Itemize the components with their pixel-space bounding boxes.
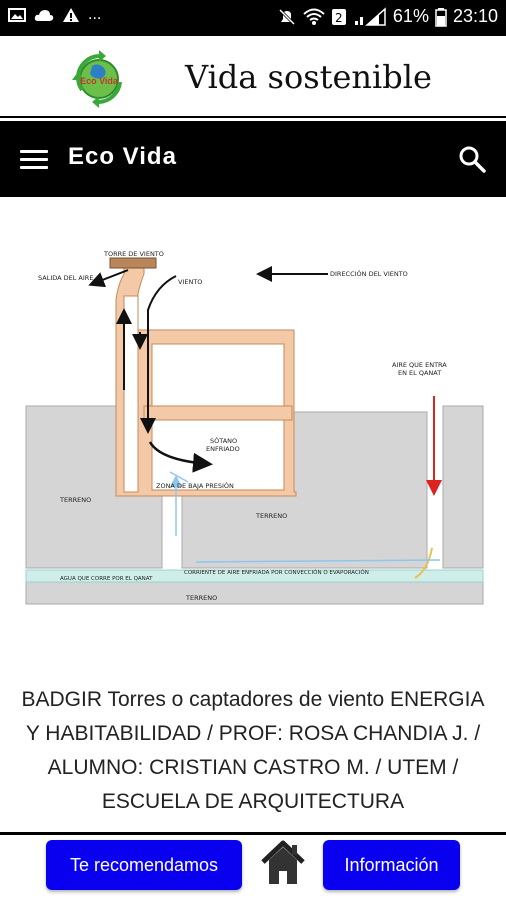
status-bar: ... 2 61% 23:10 xyxy=(0,0,506,36)
status-right-icons: 2 61% 23:10 xyxy=(277,6,498,27)
label-corriente: CORRIENTE DE AIRE ENFRIADA POR CONVECCIÓ… xyxy=(184,569,369,576)
image-icon xyxy=(8,8,26,22)
eco-vida-logo[interactable]: Eco Vida xyxy=(64,44,134,114)
brand-header: Eco Vida Vida sostenible xyxy=(0,36,506,118)
mute-icon xyxy=(278,8,295,25)
label-terreno-left: TERRENO xyxy=(59,496,91,504)
search-icon[interactable] xyxy=(456,143,488,175)
clock: 23:10 xyxy=(452,6,498,26)
label-agua: AGUA QUE CORRE POR EL QANAT xyxy=(60,576,153,582)
wifi-icon xyxy=(303,8,325,25)
svg-text:2: 2 xyxy=(335,11,343,25)
qanat-water xyxy=(25,569,484,583)
label-salida: SALIDA DEL AIRE xyxy=(38,274,93,282)
more-notifications: ... xyxy=(88,6,102,23)
nav-title[interactable]: Eco Vida xyxy=(68,143,177,170)
status-left-icons: ... xyxy=(8,6,101,24)
bottom-divider xyxy=(0,832,506,835)
label-viento: VIENTO xyxy=(178,278,202,286)
ground-bottom xyxy=(25,581,484,605)
sim-2-icon: 2 xyxy=(331,8,346,25)
label-terreno-middle: TERRENO xyxy=(255,512,287,520)
label-aire-entra-2: EN EL QANAT xyxy=(398,369,441,377)
site-title: Vida sostenible xyxy=(185,58,432,96)
label-sotano-2: ENFRIADO xyxy=(206,445,240,453)
label-terreno-bottom: TERRENO xyxy=(185,594,217,602)
cloud-icon xyxy=(34,10,54,21)
ground-right xyxy=(442,405,484,569)
signal-icon xyxy=(354,6,386,26)
info-button[interactable]: Información xyxy=(323,840,460,890)
home-icon[interactable] xyxy=(260,838,306,888)
label-zona: ZONA DE BAJA PRESIÓN xyxy=(156,481,234,490)
recommend-button[interactable]: Te recomendamos xyxy=(46,840,242,890)
warning-icon xyxy=(63,8,79,22)
image-caption: BADGIR Torres o captadores de viento ENE… xyxy=(21,688,485,813)
header-divider xyxy=(0,116,506,118)
battery-percent: 61% xyxy=(392,6,429,26)
label-sotano-1: SÓTANO xyxy=(210,436,237,445)
label-torre: TORRE DE VIENTO xyxy=(103,250,164,258)
label-aire-entra-1: AIRE QUE ENTRA xyxy=(392,361,447,369)
battery-icon xyxy=(435,7,447,27)
nav-bar: Eco Vida xyxy=(0,121,506,197)
badgir-diagram: TORRE DE VIENTO SALIDA DEL AIRE VIENTO D… xyxy=(25,250,484,605)
logo-text: Eco Vida xyxy=(80,76,119,86)
hamburger-menu-icon[interactable] xyxy=(16,145,52,173)
label-direccion: DIRECCIÓN DEL VIENTO xyxy=(330,269,408,278)
